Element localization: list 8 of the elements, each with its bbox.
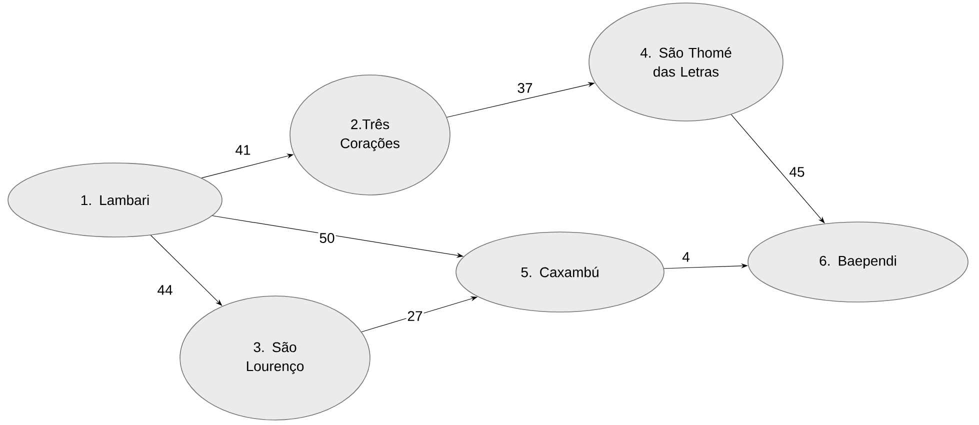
arrow <box>730 114 825 224</box>
edge-label: 4 <box>681 251 691 263</box>
edge-label: 44 <box>156 284 174 296</box>
edge-label: 45 <box>788 166 806 178</box>
edge-label: 37 <box>516 82 534 94</box>
edge-label: 27 <box>406 310 424 322</box>
edge-label: 50 <box>318 232 336 244</box>
edge-label: 41 <box>234 144 252 156</box>
